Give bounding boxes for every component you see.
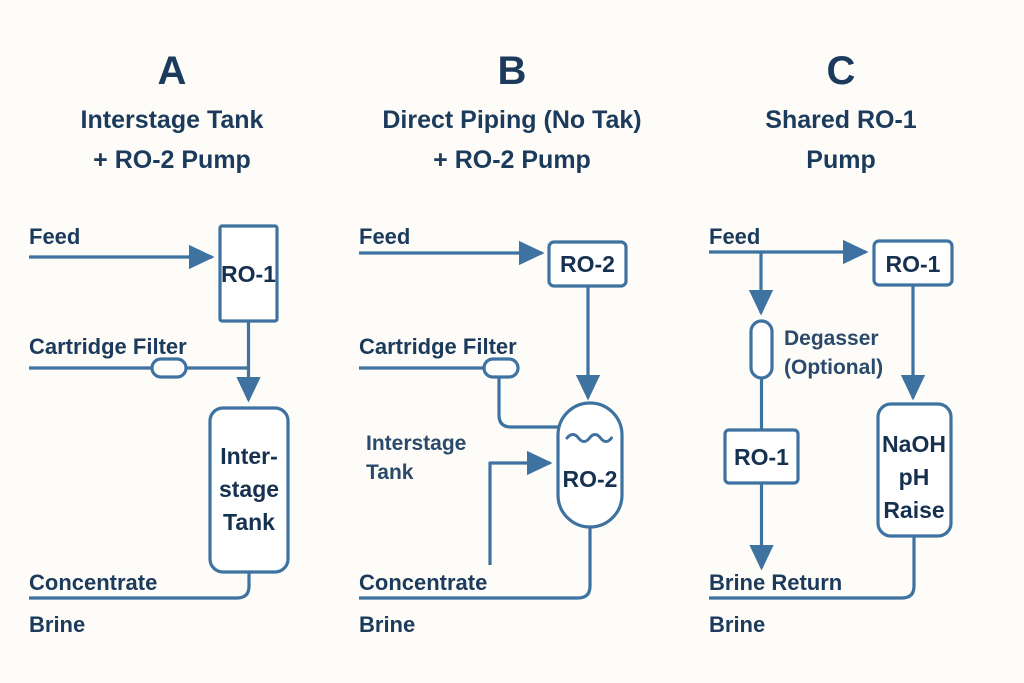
panel-b-concentrate-pipe	[359, 527, 592, 600]
panel-c-brine-label: Brine	[709, 612, 765, 637]
panel-a-ro1-label: RO-1	[221, 261, 276, 287]
panel-b-title-line2: + RO-2 Pump	[433, 146, 591, 174]
panel-a-cartridge-filter-label: Cartridge Filter	[29, 334, 187, 359]
panel-a-cartridge-filter-icon	[150, 357, 188, 379]
panel-b-cartridge-filter-label: Cartridge Filter	[359, 334, 517, 359]
panel-a-letter: A	[158, 49, 187, 93]
panel-b-brine-label: Brine	[359, 612, 415, 637]
panel-a: A Interstage Tank + RO-2 Pump Feed RO-1 …	[29, 49, 290, 637]
panel-b-cartridge-filter-icon	[482, 357, 520, 379]
panel-b-water-level-icon	[565, 433, 613, 443]
panel-c-brine-header-pipe	[709, 536, 916, 600]
panel-b-filter-to-vessel-pipe	[497, 377, 558, 429]
panel-c-title-line1: Shared RO-1	[765, 106, 917, 134]
panel-b-ro2-pump-label: RO-2	[560, 251, 615, 277]
panel-b: B Direct Piping (No Tak) + RO-2 Pump Fee…	[359, 49, 642, 637]
panel-a-title-line1: Interstage Tank	[81, 106, 264, 134]
panel-b-letter: B	[498, 49, 527, 93]
panel-a-tank-label-line2: stage	[219, 476, 279, 502]
panel-c-dosing-label-line2: pH	[899, 464, 930, 490]
panel-a-concentrate-label: Concentrate	[29, 570, 157, 595]
panel-b-ro2-vessel	[556, 401, 624, 529]
panel-b-feed-label: Feed	[359, 224, 410, 249]
panel-a-feed-label: Feed	[29, 224, 80, 249]
panel-c-ro1-top-label: RO-1	[886, 251, 941, 277]
panel-c-brine-return-label: Brine Return	[709, 570, 842, 595]
panel-a-tank-label-line1: Inter-	[220, 443, 278, 469]
panel-c-dosing-label-line3: Raise	[883, 497, 944, 523]
panel-a-tank-label-line3: Tank	[223, 509, 275, 535]
panel-c-degasser-label-line1: Degasser	[784, 327, 879, 350]
panel-c-ro1-bottom-label: RO-1	[734, 444, 789, 470]
panel-a-title-line2: + RO-2 Pump	[93, 146, 251, 174]
panel-c-letter: C	[827, 49, 856, 93]
panel-a-brine-label: Brine	[29, 612, 85, 637]
panel-c-degasser-vessel	[749, 319, 774, 380]
panel-b-interstage-label-line1: Interstage	[366, 432, 466, 455]
panel-b-interstage-label-line2: Tank	[366, 461, 414, 484]
panel-c: C Shared RO-1 Pump Feed RO-1 Degasser (O…	[709, 49, 954, 637]
panel-c-feed-label: Feed	[709, 224, 760, 249]
panel-c-degasser-label-line2: (Optional)	[784, 356, 883, 379]
panel-a-concentrate-pipe	[29, 572, 251, 600]
panel-c-dosing-label-line1: NaOH	[882, 431, 946, 457]
panel-b-title-line1: Direct Piping (No Tak)	[382, 106, 641, 134]
panel-c-title-line2: Pump	[806, 146, 875, 174]
panel-b-ro2-vessel-label: RO-2	[563, 466, 618, 492]
panel-b-recirculation-pipe	[488, 450, 553, 565]
panel-b-concentrate-label: Concentrate	[359, 570, 487, 595]
